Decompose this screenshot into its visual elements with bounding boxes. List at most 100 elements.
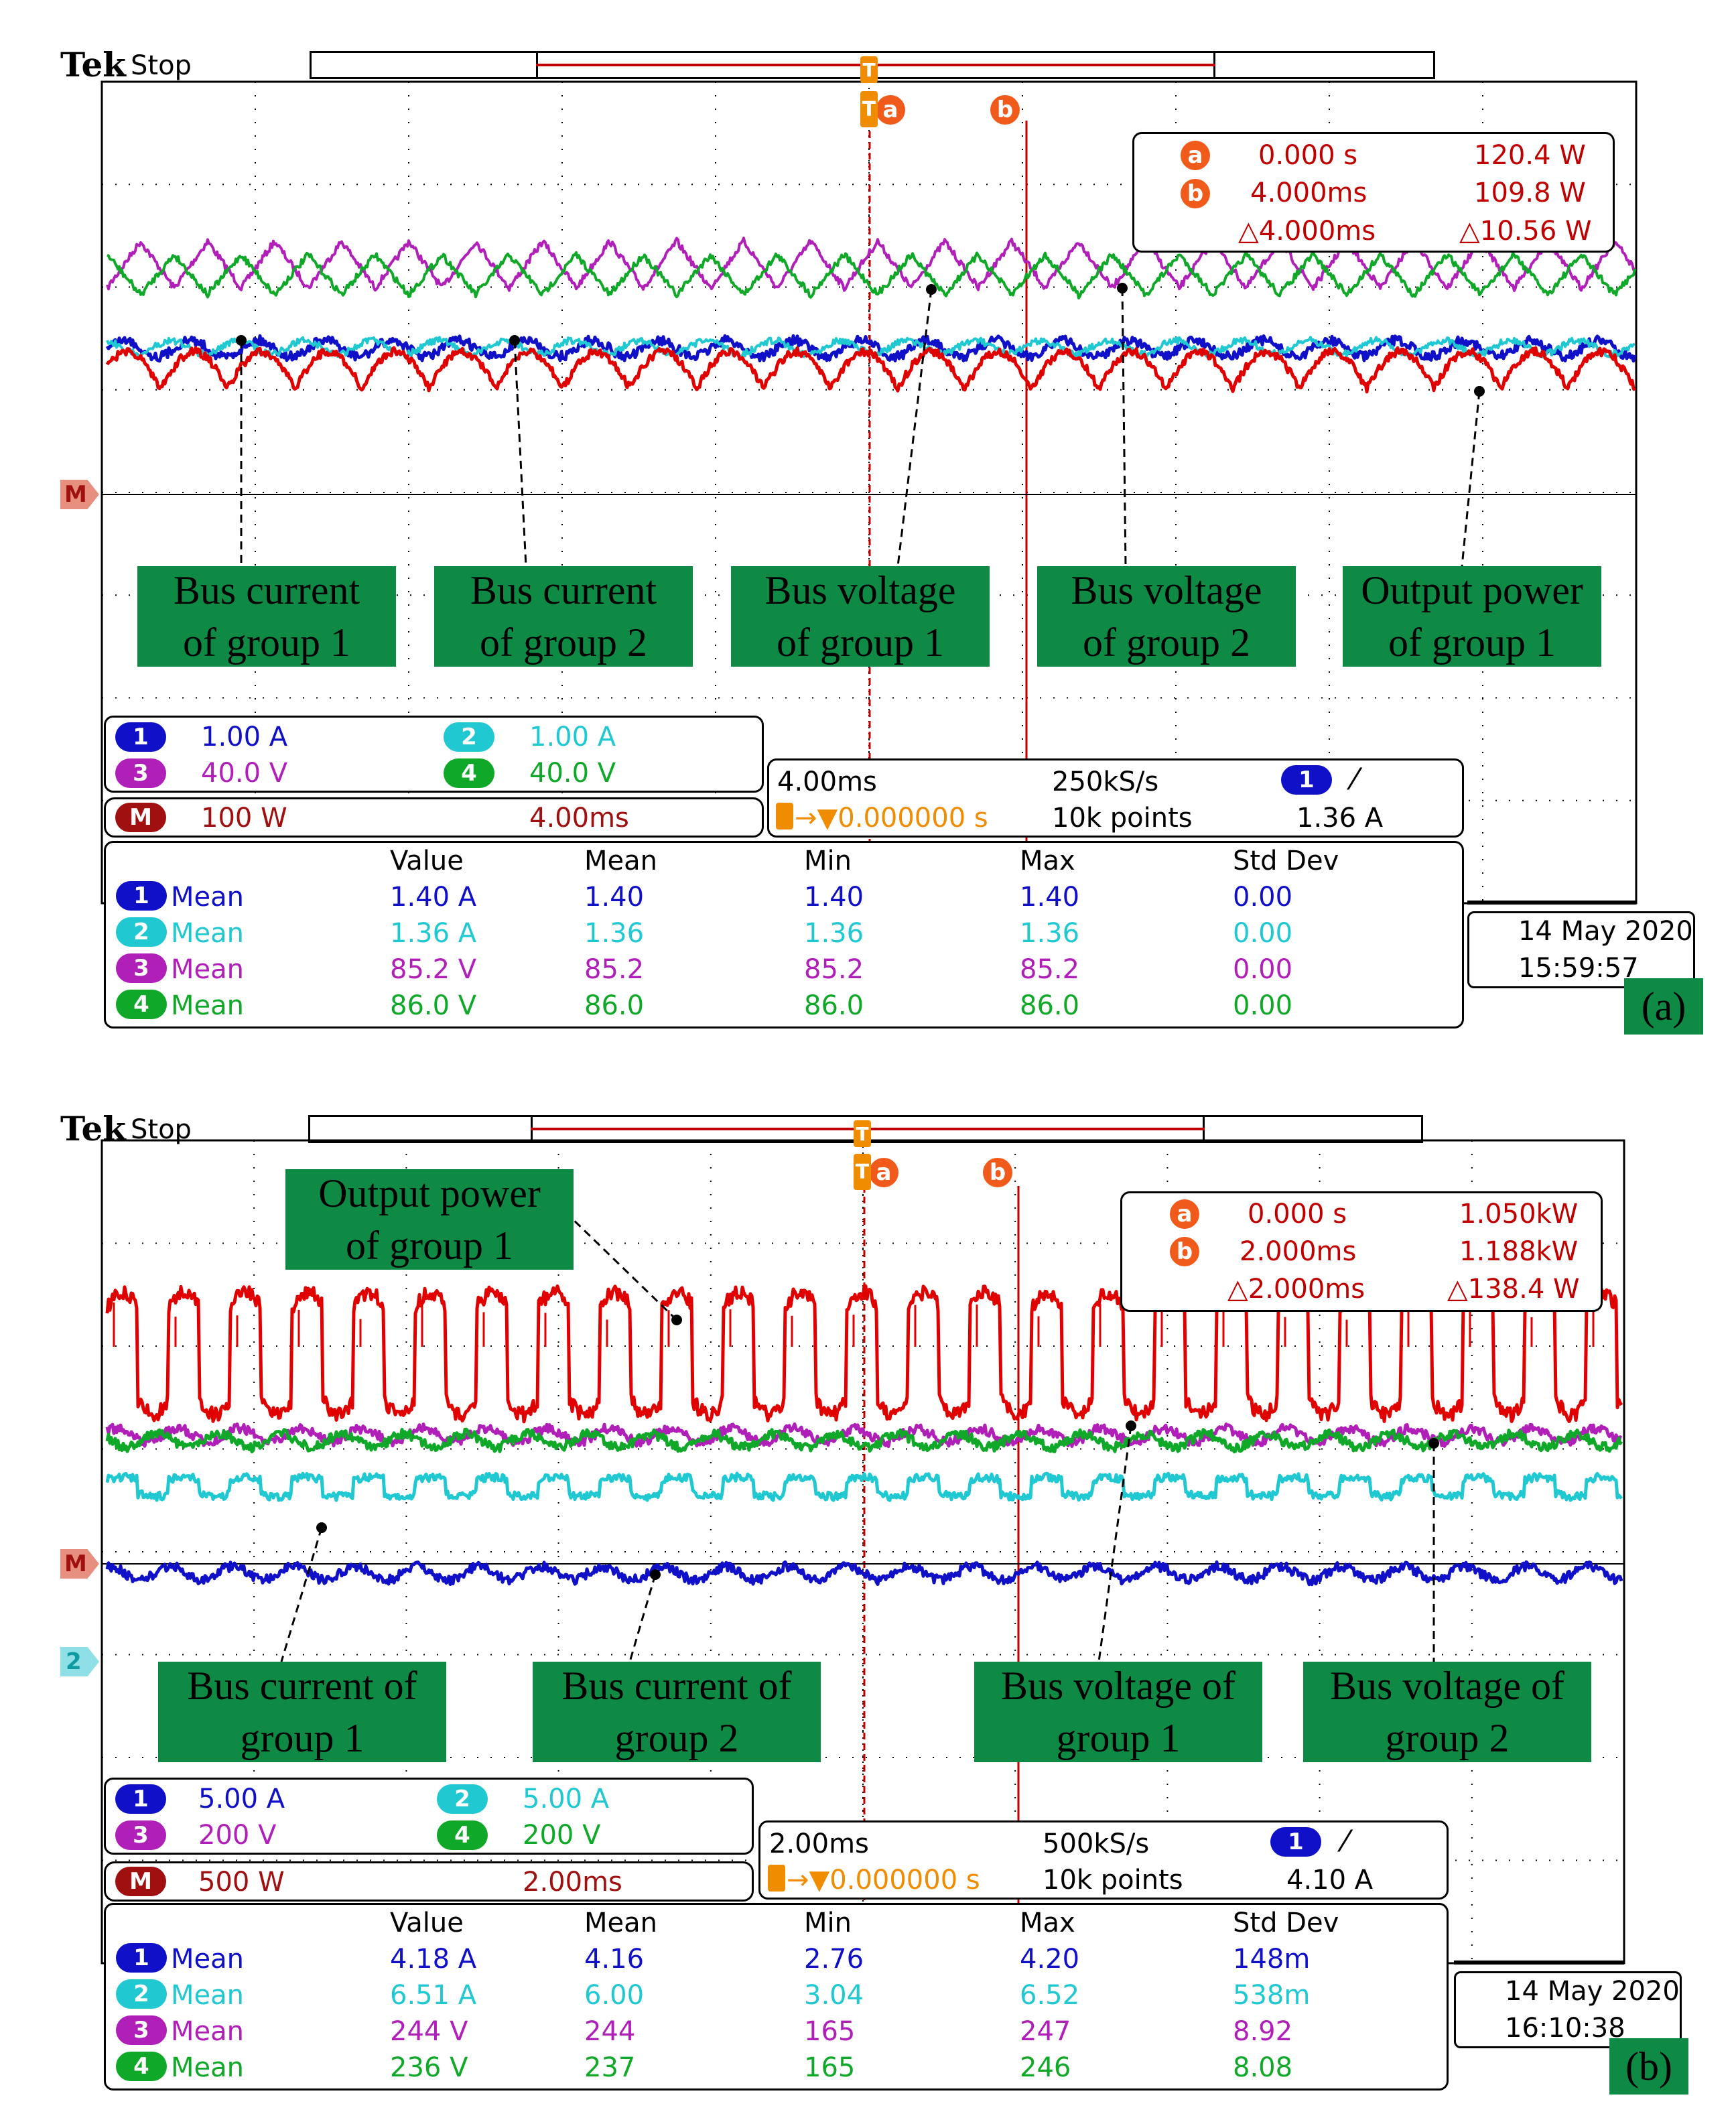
label-bus-current-group2: Bus current of group 2 [434, 566, 693, 667]
trigger-level: 4.10 A [1286, 1865, 1374, 1896]
ch1-badge[interactable]: 1 [115, 1784, 166, 1814]
measure-cell: 86.0 V [390, 990, 477, 1021]
ch1-badge[interactable]: 1 [115, 722, 166, 752]
measure-channel-badge[interactable]: 3 [116, 953, 167, 983]
pointer-bus-voltage-1 [896, 289, 933, 567]
trigger-source-badge[interactable]: 1 [1270, 1827, 1321, 1857]
cursor-a-badge[interactable]: a [876, 95, 905, 125]
acquisition-status: Stop [131, 50, 192, 81]
timebase-box [758, 1820, 1449, 1900]
measure-channel-badge[interactable]: 1 [116, 1943, 167, 1973]
measure-channel-badge[interactable]: 1 [116, 881, 167, 911]
timebase-box [767, 758, 1464, 838]
label-output-power-group1: Output power of group 1 [285, 1169, 574, 1270]
measure-row-label: Mean [171, 2016, 244, 2047]
ch3-scale: 40.0 V [201, 758, 288, 789]
measure-cell: 3.04 [804, 1980, 864, 2011]
measure-row-label: Mean [171, 1944, 244, 1975]
pointer-bus-current-2 [628, 1574, 657, 1662]
measure-row-label: Mean [171, 1980, 244, 2011]
measure-row-label: Mean [171, 882, 244, 913]
math-trace [105, 346, 1637, 394]
readout-delta-value: △10.56 W [1459, 216, 1592, 247]
ch4-badge[interactable]: 4 [444, 758, 494, 788]
measure-header: Min [804, 846, 852, 876]
measure-channel-badge[interactable]: 4 [116, 2052, 167, 2081]
acquisition-status: Stop [131, 1114, 192, 1145]
measure-header: Mean [584, 846, 657, 876]
ch1-scale: 5.00 A [198, 1784, 285, 1814]
trigger-slope-icon: ⁄ [1352, 762, 1357, 797]
scope-panel-a: Tek Stop a b T T a b 0.000 s 120.4 W 4.0… [0, 0, 1736, 1059]
pointer-output-power-1-dot [671, 1315, 682, 1325]
cursor-a-badge[interactable]: a [869, 1158, 898, 1187]
label-bus-current-group2: Bus current of group 2 [533, 1662, 821, 1762]
measure-cell: 0.00 [1233, 918, 1293, 949]
measure-channel-badge[interactable]: 2 [116, 1979, 167, 2009]
cursor-b-badge[interactable]: b [983, 1158, 1012, 1187]
ch4-scale: 40.0 V [529, 758, 616, 789]
ch2-scale: 5.00 A [523, 1784, 610, 1814]
measure-channel-badge[interactable]: 2 [116, 917, 167, 947]
pointer-bus-voltage-1-dot [1126, 1420, 1136, 1431]
pointer-bus-current-1-dot [236, 335, 247, 346]
measure-channel-badge[interactable]: 4 [116, 990, 167, 1019]
readout-badge-b: b [1181, 179, 1210, 208]
measure-cell: 1.36 [804, 918, 864, 949]
ch1-trace [105, 334, 1637, 363]
timebase-time: 2.00ms [769, 1829, 869, 1859]
measure-cell: 538m [1233, 1980, 1311, 2011]
ch4-badge[interactable]: 4 [437, 1820, 488, 1850]
ch3-badge[interactable]: 3 [115, 1820, 166, 1850]
measure-cell: 1.40 [584, 882, 645, 913]
clock-b: 16:10:38 [1505, 2013, 1625, 2044]
measure-cell: 1.40 [1020, 882, 1080, 913]
readout-a-time: 0.000 s [1248, 1199, 1347, 1230]
readout-a-time: 0.000 s [1258, 140, 1358, 171]
math-badge[interactable]: M [115, 1867, 166, 1896]
trigger-marker-top: T [854, 1120, 871, 1147]
readout-delta-time: △2.000ms [1227, 1274, 1365, 1305]
ch2-badge[interactable]: 2 [437, 1784, 488, 1814]
label-bus-current-group1: Bus current of group 1 [137, 566, 396, 667]
label-bus-current-group1: Bus current of group 1 [158, 1662, 446, 1762]
trigger-pos-icon [768, 1865, 785, 1891]
trigger-marker: T [854, 1154, 871, 1190]
cursor-b-badge[interactable]: b [990, 95, 1020, 125]
trigger-level: 1.36 A [1296, 803, 1384, 834]
measure-cell: 1.40 [804, 882, 864, 913]
measure-header: Mean [584, 1908, 657, 1938]
trigger-source-badge[interactable]: 1 [1281, 765, 1332, 795]
measure-header: Std Dev [1233, 1908, 1339, 1938]
measure-cell: 148m [1233, 1944, 1311, 1975]
measure-row-label: Mean [171, 918, 244, 949]
tek-logo: Tek [60, 45, 126, 84]
pointer-bus-voltage-2-dot [1117, 283, 1128, 293]
trigger-position: →▼0.000000 s [795, 803, 988, 834]
measure-row-label: Mean [171, 2052, 244, 2083]
math-badge[interactable]: M [115, 803, 166, 832]
trigger-marker-top-label: T [862, 58, 876, 81]
sample-rate: 250kS/s [1052, 767, 1159, 797]
measure-channel-badge[interactable]: 3 [116, 2015, 167, 2045]
datetime-box-b [1454, 1971, 1682, 2048]
scope-panel-b: Tek Stop a b T T a b 0.000 s 1.050kW 2.0… [0, 1065, 1736, 2124]
trigger-position: →▼0.000000 s [787, 1865, 980, 1896]
pointer-bus-current-2-dot [509, 335, 520, 346]
measure-cell: 86.0 [804, 990, 864, 1021]
measure-cell: 165 [804, 2052, 856, 2083]
readout-badge-a: a [1170, 1199, 1199, 1229]
ch2-badge[interactable]: 2 [444, 722, 494, 752]
math-ground-marker-label: M [64, 1550, 87, 1577]
readout-a-value: 120.4 W [1474, 140, 1586, 171]
measure-cell: 0.00 [1233, 990, 1293, 1021]
readout-badge-b: b [1170, 1237, 1199, 1266]
label-bus-voltage-group1: Bus voltage of group 1 [731, 566, 990, 667]
measure-cell: 85.2 [1020, 954, 1080, 985]
measure-cell: 86.0 [584, 990, 645, 1021]
panel-tag-b: (b) [1609, 2038, 1688, 2095]
ch3-scale: 200 V [198, 1820, 277, 1851]
ch3-badge[interactable]: 3 [115, 758, 166, 788]
measure-header: Value [390, 1908, 464, 1938]
measure-header: Min [804, 1908, 852, 1938]
